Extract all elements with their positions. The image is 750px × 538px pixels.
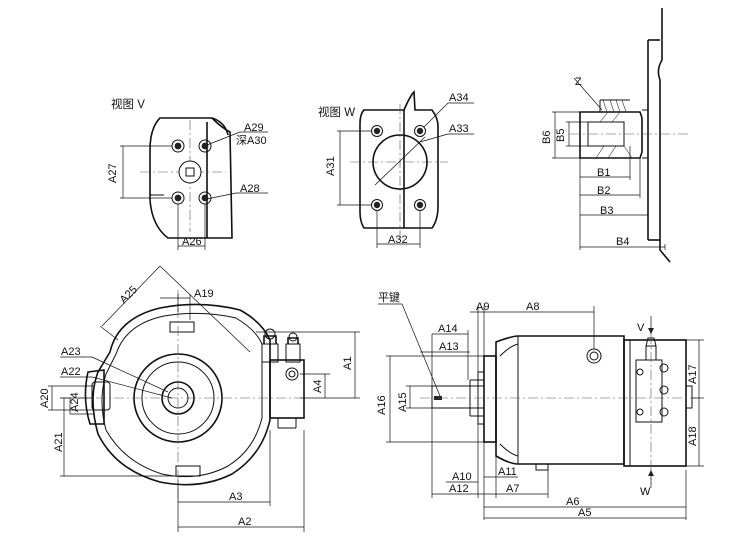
dim-a3: A3 [229,491,242,503]
dim-b4: B4 [616,236,629,248]
dim-a28: A28 [240,183,260,195]
dim-a5: A5 [578,507,591,519]
dim-a9: A9 [476,301,489,313]
callout-v: V [637,322,645,334]
dim-b1: B1 [597,167,610,179]
dim-a6: A6 [566,496,579,508]
dim-a14: A14 [438,323,458,335]
dim-a12: A12 [449,483,469,495]
view-v-title: 视图 V [111,97,145,111]
side-view: 平键 A14 A13 A9 A8 A16 A15 A17 A18 V [376,290,704,520]
dim-a26: A26 [182,236,202,248]
dim-a4: A4 [312,380,324,393]
dim-b5: B5 [555,129,567,142]
dim-a24: A24 [69,392,81,412]
dim-a16: A16 [376,395,388,415]
dim-a17: A17 [687,364,699,384]
dim-a21: A21 [53,432,65,452]
dim-b3: B3 [600,205,613,217]
dim-a10: A10 [452,471,472,483]
dim-a32: A32 [388,234,408,246]
shaft-detail: Z B6 B5 B1 B2 B3 B4 [541,8,690,263]
view-w: 视图 W A31 A32 A34 A33 [318,90,474,248]
callout-w: W [640,486,651,498]
dim-a11: A11 [498,466,517,478]
dim-a7: A7 [506,483,519,495]
callout-z: Z [575,76,582,88]
dim-a8: A8 [526,301,539,313]
front-view: A1 A4 A19 A25 A23 A22 A20 A24 A21 [39,265,360,532]
dim-a15: A15 [397,392,409,412]
dim-a25: A25 [118,284,140,306]
dim-a1: A1 [342,357,354,370]
view-v: 视图 V A27 A26 A29 深A30 [107,97,268,250]
view-w-title: 视图 W [318,105,355,119]
dim-a19: A19 [194,288,214,300]
dim-a20: A20 [39,388,51,408]
dim-a30: 深A30 [236,134,267,147]
dim-a29: A29 [244,122,264,134]
dim-a31: A31 [325,156,337,176]
dim-a34: A34 [449,92,469,104]
dim-a27: A27 [107,163,119,183]
dim-a33: A33 [449,123,469,135]
dim-a23: A23 [61,346,81,358]
callout-flat-key: 平键 [378,290,400,304]
dim-a2: A2 [238,516,251,528]
dim-a18: A18 [687,426,699,446]
dim-a13: A13 [439,341,459,353]
dim-b2: B2 [597,185,610,197]
dim-b6: B6 [541,131,553,144]
dim-a22: A22 [61,366,81,378]
